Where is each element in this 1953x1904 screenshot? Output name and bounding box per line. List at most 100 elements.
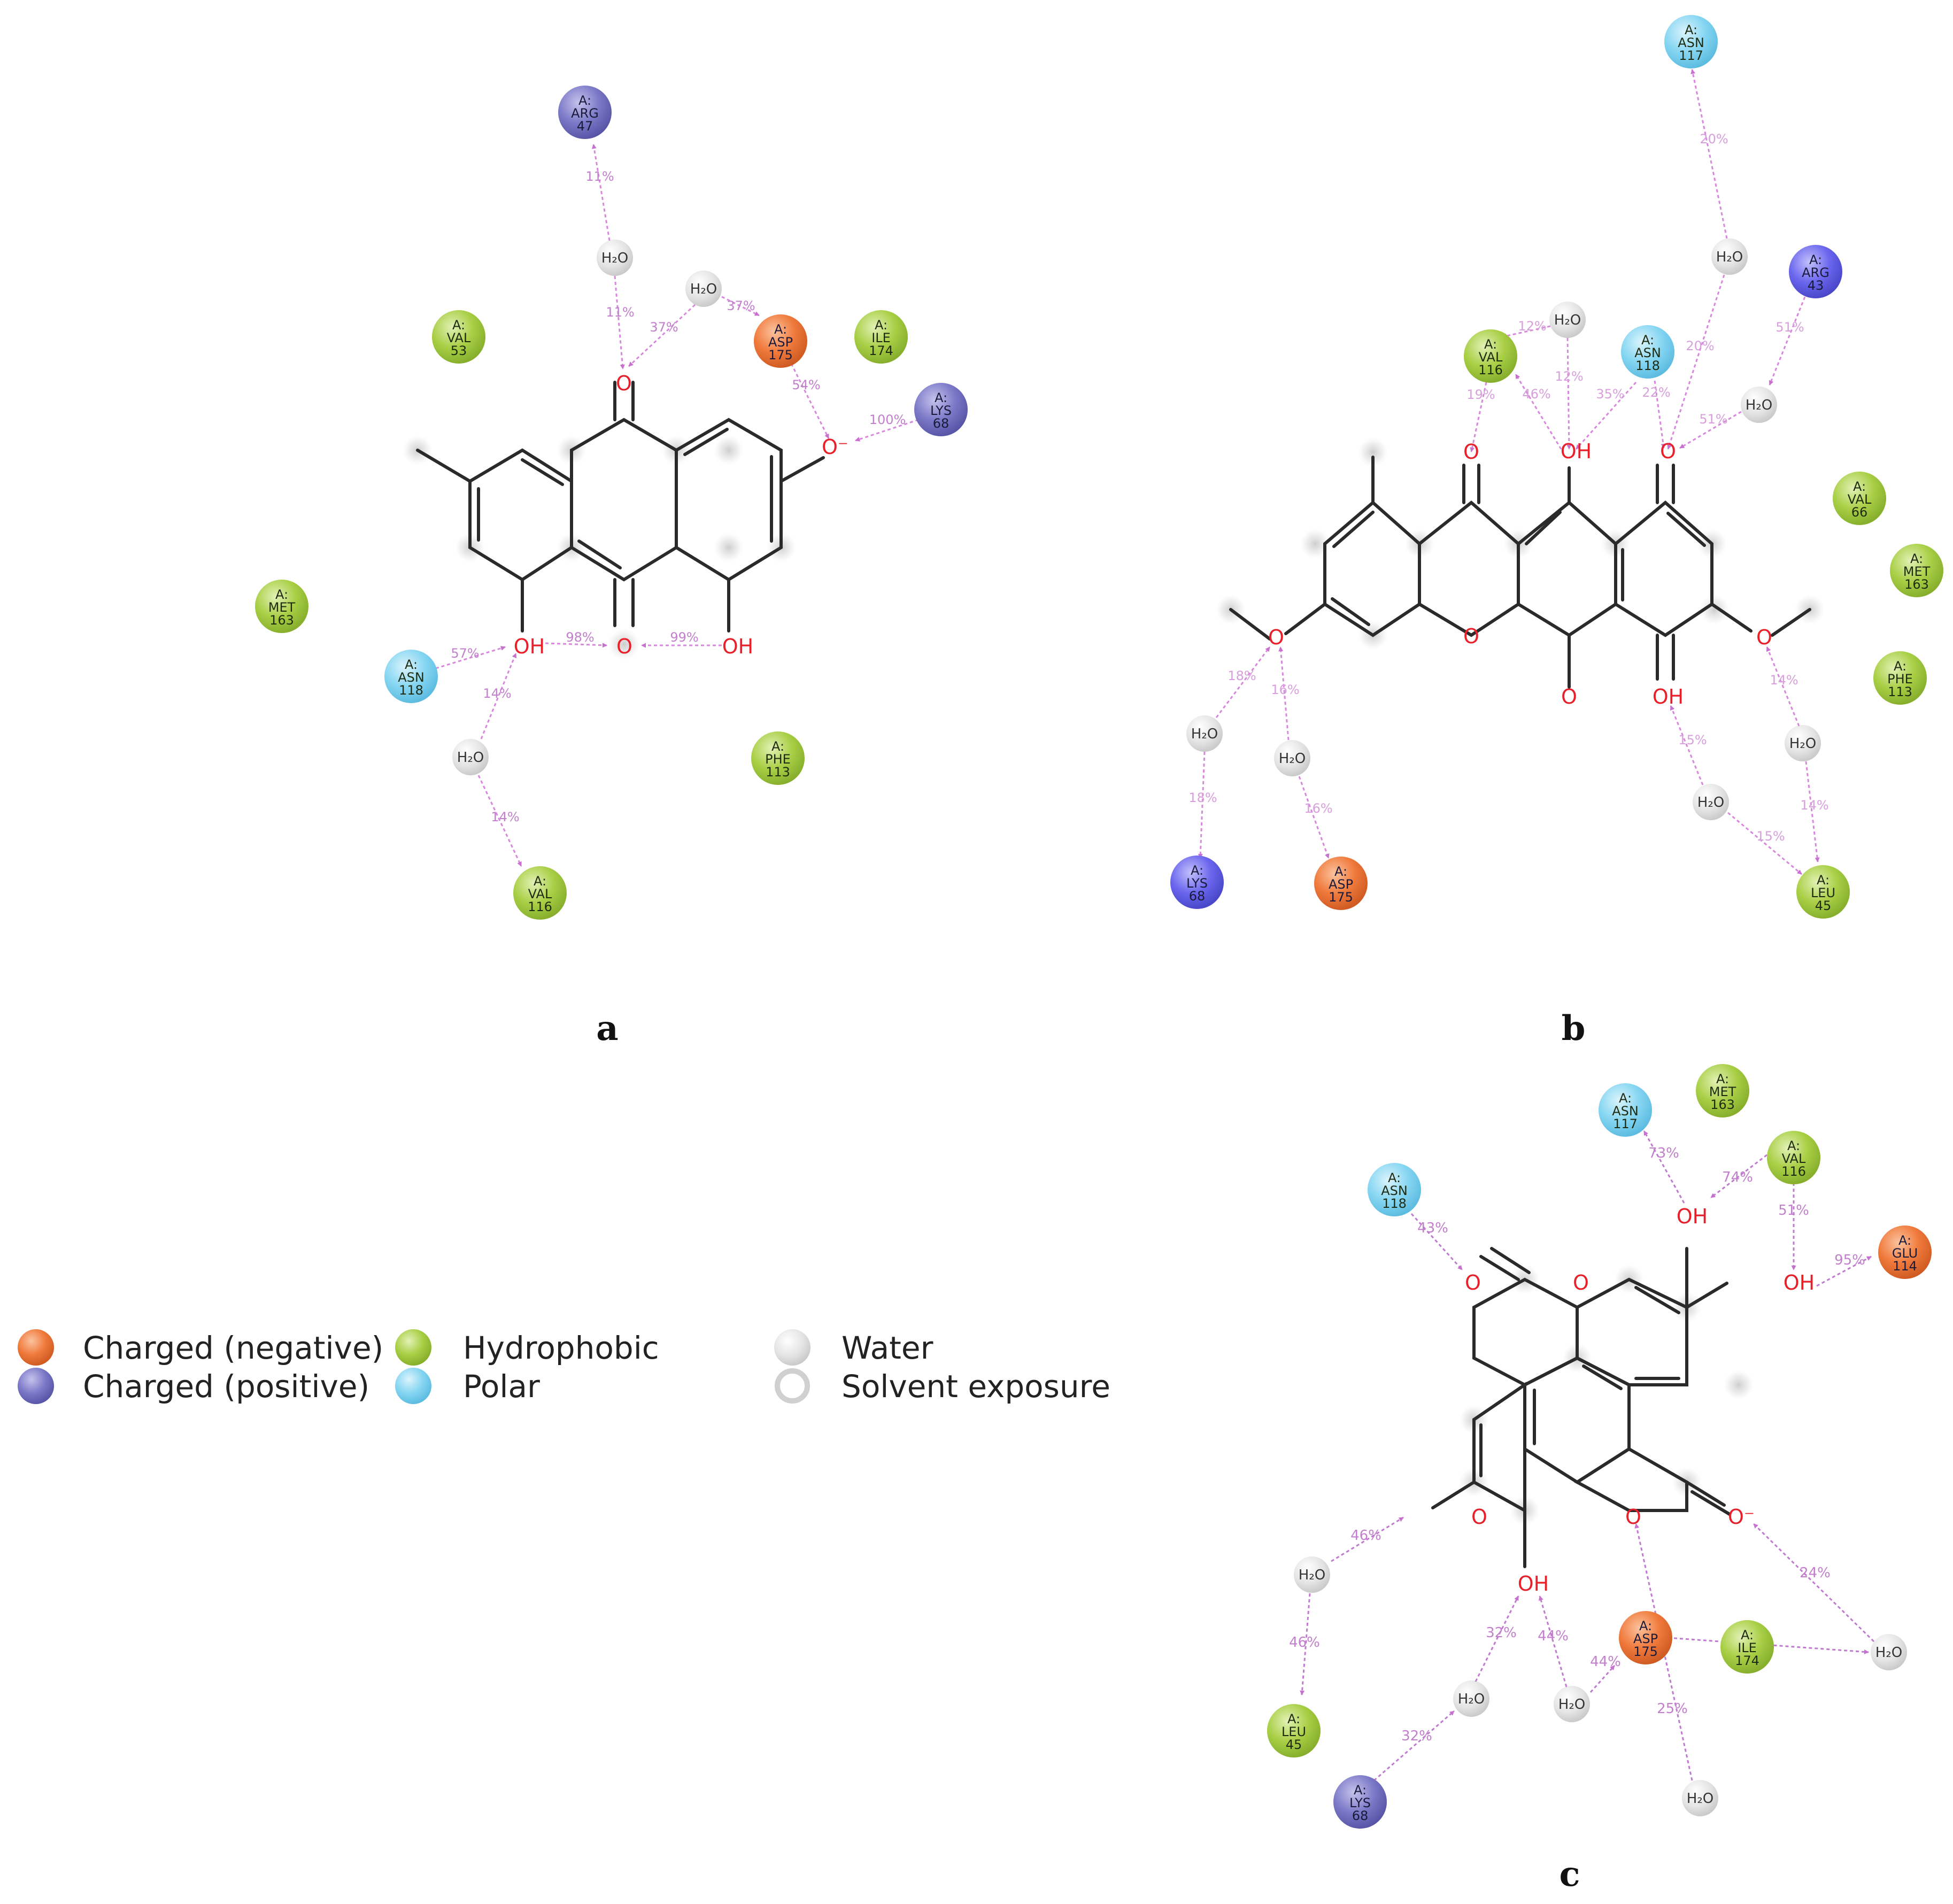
residue-node: [1314, 857, 1368, 910]
residue-name: ARG: [571, 106, 599, 121]
interaction-percent: 16%: [1304, 801, 1332, 816]
residue-node: [1267, 1704, 1321, 1757]
residue-name: ASP: [1633, 1631, 1658, 1646]
legend: Charged (negative) Charged (positive) Hy…: [18, 1329, 1110, 1405]
residue-chain: A:: [578, 93, 591, 108]
interaction-percent: 74%: [1722, 1169, 1753, 1185]
water-label: H₂O: [1299, 1567, 1325, 1583]
interaction-percent: 24%: [1800, 1565, 1831, 1581]
interaction-percent: 43%: [1417, 1220, 1448, 1236]
atom-label: OH: [514, 635, 545, 658]
residue-node: [1368, 1163, 1421, 1216]
legend-label-polar: Polar: [463, 1368, 540, 1405]
percents-b: 20%20%51%51%12%12%46%19%35%22%18%18%16%1…: [1188, 132, 1828, 844]
residue-num: 53: [451, 343, 467, 358]
residue-name: ASP: [768, 335, 793, 350]
residue-name: LYS: [930, 403, 952, 418]
residue-node: [1878, 1225, 1932, 1279]
water-label: H₂O: [1697, 795, 1724, 811]
residue-chain: A:: [452, 318, 465, 333]
residue-num: 163: [1904, 577, 1929, 592]
residue-num: 45: [1815, 898, 1832, 913]
legend-swatch-water: [774, 1329, 810, 1366]
residue-name: ASN: [398, 670, 424, 685]
residue-name: PHE: [1887, 672, 1913, 687]
residues-a: A:ARG47A:VAL53A:ASP175A:ILE174A:LYS68A:M…: [255, 86, 968, 920]
water-label: H₂O: [457, 750, 484, 766]
molecule-b-bonds: [1229, 456, 1811, 689]
residue-chain: A:: [275, 587, 288, 602]
panel-a: A:ARG47A:VAL53A:ASP175A:ILE174A:LYS68A:M…: [255, 86, 968, 920]
water-b: [1186, 238, 1821, 820]
residue-name: VAL: [1782, 1151, 1806, 1166]
residue-node: [1796, 865, 1850, 919]
residue-node: [1333, 1775, 1387, 1829]
halo-set: [403, 435, 796, 660]
legend-swatch-positive: [18, 1368, 54, 1404]
residue-chain: A:: [1484, 337, 1497, 352]
residue-name: LEU: [1282, 1724, 1306, 1739]
residue-node: [432, 310, 485, 364]
water-label: H₂O: [1554, 312, 1581, 328]
residue-node: [1789, 245, 1842, 298]
residue-chain: A:: [1898, 1233, 1911, 1248]
interaction-percent: 46%: [1289, 1635, 1320, 1651]
residue-name: ASN: [1612, 1104, 1639, 1119]
panel-label-c: c: [1560, 1854, 1580, 1894]
residue-chain: A:: [774, 322, 787, 337]
links-c: [1300, 1130, 1875, 1782]
interaction-percent: 44%: [1538, 1628, 1569, 1644]
residue-name: LYS: [1349, 1795, 1371, 1810]
atom-label: O: [1268, 626, 1284, 649]
residue-name: MET: [1709, 1084, 1736, 1099]
panel-label-b: b: [1562, 1008, 1586, 1049]
atom-label: OH: [1784, 1271, 1815, 1294]
residue-num: 163: [1710, 1097, 1735, 1112]
legend-swatch-hydrophobic: [395, 1329, 431, 1366]
residue-num: 68: [1352, 1808, 1369, 1823]
residue-chain: A:: [1787, 1138, 1800, 1153]
residue-num: 175: [768, 348, 793, 363]
residue-num: 118: [399, 683, 423, 698]
legend-label-positive: Charged (positive): [83, 1368, 369, 1405]
interaction-percent: 57%: [451, 646, 479, 661]
residue-chain: A:: [875, 318, 887, 333]
interaction-percent: 46%: [1522, 387, 1550, 402]
interaction-percent: 51%: [1778, 1202, 1809, 1219]
residue-node: [513, 866, 567, 920]
residue-chain: A:: [1619, 1091, 1632, 1106]
residue-node: [255, 580, 308, 633]
residue-node: [914, 383, 968, 436]
residue-node: [1621, 325, 1674, 379]
residue-num: 114: [1893, 1259, 1917, 1274]
water-label: H₂O: [690, 281, 717, 297]
interaction-percent: 95%: [1834, 1252, 1865, 1268]
residue-node: [1720, 1620, 1774, 1674]
interaction-percent: 99%: [670, 630, 698, 645]
interaction-percent: 15%: [1678, 733, 1707, 747]
panel-b: A:ASN117A:ARG43A:VAL116A:ASN118A:VAL66A:…: [1170, 15, 1943, 919]
interaction-percent: 15%: [1756, 829, 1785, 844]
residue-name: ILE: [871, 330, 891, 345]
interaction-percent: 18%: [1228, 668, 1256, 683]
atom-label: O⁻: [822, 435, 848, 459]
interaction-percent: 19%: [1466, 387, 1495, 402]
residue-num: 116: [1478, 363, 1503, 377]
residue-num: 118: [1635, 358, 1660, 373]
